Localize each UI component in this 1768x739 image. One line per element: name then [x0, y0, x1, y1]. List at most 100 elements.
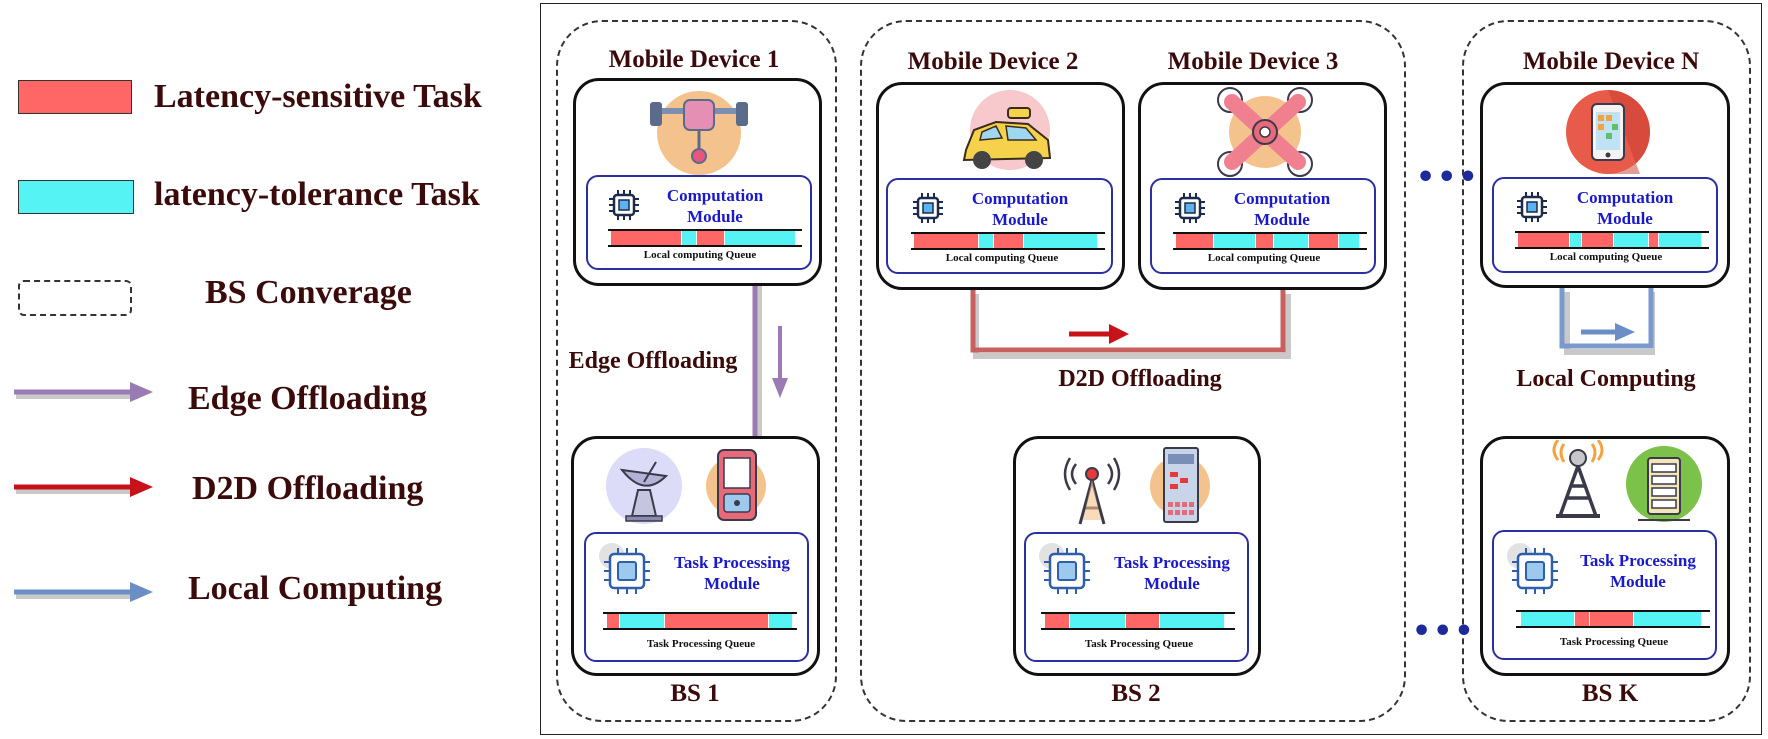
latency-sensitive-task [1125, 614, 1161, 628]
device-2-queue-label: Local computing Queue [945, 252, 1059, 264]
device-n-title: Mobile Device N [1522, 48, 1700, 75]
d2d-offloading-link [970, 290, 1291, 359]
queue-line [603, 612, 797, 614]
latency-tolerance-task [1273, 234, 1310, 248]
edge-offloading-link [752, 286, 788, 440]
latency-sensitive-task [1589, 612, 1635, 626]
queue-line [608, 229, 802, 231]
device-3-queue-label: Local computing Queue [1207, 252, 1321, 264]
device-n-queue-label: Local computing Queue [1549, 251, 1663, 263]
latency-sensitive-task [1255, 234, 1274, 248]
smartphone-icon [1566, 90, 1650, 174]
latency-sensitive-task [1520, 612, 1521, 626]
device-2-computation-module [886, 178, 1113, 274]
bs-ellipsis: ••• [1412, 614, 1476, 649]
processor-icon [599, 543, 650, 594]
queue-line [608, 245, 802, 247]
edge-offloading-arrow-legend [14, 382, 153, 402]
latency-sensitive-task [611, 231, 682, 245]
legend-bs-coverage: BS Converage [205, 274, 412, 311]
bs-1-module-title: Task Processing Module [674, 553, 790, 593]
bs-2-queue-label: Task Processing Queue [1084, 638, 1194, 650]
latency-tolerance-task [619, 614, 665, 628]
legend-d2d-offloading: D2D Offloading [192, 470, 424, 507]
latency-tolerance-task [978, 234, 995, 248]
device-n-module-title: Computation Module [1576, 188, 1674, 228]
chip-icon [609, 190, 639, 220]
chip-icon [1517, 192, 1547, 222]
latency-sensitive-task [664, 614, 769, 628]
latency-sensitive-task [696, 231, 726, 245]
bs-k-title: BS K [1581, 680, 1639, 707]
local-computing-arrow-legend [14, 582, 153, 602]
device-3-module-title: Computation Module [1233, 189, 1331, 229]
chip-icon [913, 193, 943, 223]
latency-tolerance-task [681, 231, 697, 245]
latency-sensitive-task [1582, 233, 1615, 247]
edge-server-icon [706, 449, 766, 521]
latency-tolerance-swatch [18, 180, 134, 214]
latency-sensitive-task [914, 234, 979, 248]
taxi-icon [962, 90, 1052, 170]
processor-icon [1507, 543, 1558, 594]
queue-line [1173, 232, 1367, 234]
latency-sensitive-task [1045, 614, 1071, 628]
d2d-offloading-arrow-legend [14, 477, 153, 497]
system-frame [540, 3, 1762, 735]
bs-2-module-title: Task Processing Module [1114, 553, 1230, 593]
bs-2-processing-queue [1045, 614, 1225, 628]
latency-tolerance-task [1338, 234, 1360, 248]
bs-k-queue-label: Task Processing Queue [1559, 636, 1669, 648]
bs-1-processing-queue [607, 614, 793, 628]
bs2-coverage-area [860, 20, 1406, 722]
latency-tolerance-task [1569, 233, 1583, 247]
device-1-queue-label: Local computing Queue [643, 249, 757, 261]
cell-tower-icon [1552, 440, 1604, 518]
edge-offloading-label: Edge Offloading [568, 348, 738, 374]
latency-tolerance-task [725, 231, 797, 245]
latency-sensitive-task [1309, 234, 1339, 248]
queue-line [1516, 626, 1710, 628]
latency-sensitive-task [1649, 233, 1659, 247]
legend-latency-sensitive: Latency-sensitive Task [154, 78, 482, 115]
d2d-offloading-label: D2D Offloading [1058, 366, 1222, 392]
latency-tolerance-task [1521, 612, 1576, 626]
quadcopter-icon [1217, 87, 1313, 177]
device-1-local-queue [611, 231, 797, 245]
device-2-module-title: Computation Module [971, 189, 1069, 229]
drone-icon [650, 91, 748, 175]
latency-tolerance-task [1634, 612, 1703, 626]
device-ellipsis: ••• [1416, 160, 1480, 195]
latency-sensitive-task [1518, 233, 1570, 247]
satellite-dish-icon [606, 448, 682, 524]
latency-sensitive-task [1176, 234, 1215, 248]
queue-line [1173, 248, 1367, 250]
legend-edge-offloading: Edge Offloading [188, 380, 427, 417]
bs-coverage-swatch [18, 280, 132, 316]
latency-tolerance-task [1214, 234, 1256, 248]
local-computing-label: Local Computing [1516, 366, 1696, 392]
queue-line [1515, 231, 1709, 233]
bs-k-processing-queue [1520, 612, 1703, 626]
device-2-title: Mobile Device 2 [907, 48, 1079, 75]
radio-tower-icon [1063, 457, 1121, 525]
queue-line [1516, 610, 1710, 612]
legend-local-computing: Local Computing [188, 570, 443, 607]
latency-tolerance-task [1160, 614, 1225, 628]
latency-sensitive-task [994, 234, 1025, 248]
bs-1-title: BS 1 [670, 680, 720, 707]
device-1-title: Mobile Device 1 [608, 46, 780, 73]
device-3-local-queue [1176, 234, 1360, 248]
bs-k-module-title: Task Processing Module [1580, 551, 1696, 591]
bs-k-task-processing-module [1492, 530, 1717, 660]
latency-sensitive-task [607, 614, 620, 628]
device-2-local-queue [914, 234, 1099, 248]
chip-icon [1175, 193, 1205, 223]
bs-2-title: BS 2 [1111, 680, 1161, 707]
latency-tolerance-task [1070, 614, 1126, 628]
latency-sensitive-task [1575, 612, 1590, 626]
device-1-module-title: Computation Module [666, 186, 764, 226]
bs1-coverage-area [556, 20, 837, 722]
queue-line [911, 232, 1105, 234]
bsk-coverage-area [1462, 20, 1751, 722]
